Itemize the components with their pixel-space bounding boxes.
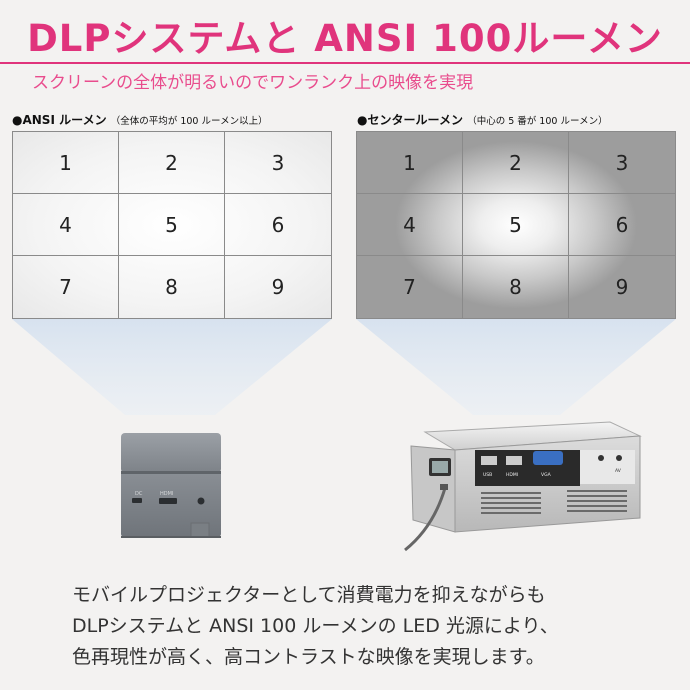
svg-text:USB: USB xyxy=(483,472,492,478)
grid-cell: 8 xyxy=(119,256,225,318)
grid-cell: 5 xyxy=(119,194,225,256)
ansi-lumen-grid: 1 2 3 4 5 6 7 8 9 xyxy=(12,131,332,319)
svg-text:HDMI: HDMI xyxy=(506,472,518,478)
grid-cell: 8 xyxy=(463,256,569,318)
description-line: モバイルプロジェクターとして消費電力を抑えながらも xyxy=(72,584,546,606)
grid-cell: 3 xyxy=(569,132,675,194)
grid-cell: 4 xyxy=(357,194,463,256)
description-text: モバイルプロジェクターとして消費電力を抑えながらも DLPシステムと ANSI … xyxy=(72,580,672,673)
grid-cell: 1 xyxy=(357,132,463,194)
left-projection-beam xyxy=(12,319,332,415)
grid-cell: 2 xyxy=(463,132,569,194)
grid-cell: 3 xyxy=(225,132,331,194)
svg-text:AV: AV xyxy=(615,468,622,474)
page-title: DLPシステムと ANSI 100ルーメン xyxy=(27,17,663,60)
ansi-lumen-label: ●ANSI ルーメン （全体の平均が 100 ルーメン以上） xyxy=(12,111,268,128)
projector-image: USB HDMI VGA AV xyxy=(404,421,642,552)
grid-cell: 9 xyxy=(271,275,285,299)
ansi-lumen-label-text: ●ANSI ルーメン xyxy=(12,113,107,127)
grid-cell: 1 xyxy=(13,132,119,194)
right-projection-beam xyxy=(356,319,676,415)
grid-cell: 6 xyxy=(225,194,331,256)
svg-text:HDMI: HDMI xyxy=(160,491,173,497)
center-lumen-grid: 1 2 3 4 5 6 7 8 9 xyxy=(356,131,676,319)
grid-cell: 4 xyxy=(13,194,119,256)
title-divider xyxy=(0,62,690,64)
grid-cell: 7 xyxy=(357,256,463,318)
grid-cell: 6 xyxy=(569,194,675,256)
description-line: 色再現性が高く、高コントラストな映像を実現します。 xyxy=(72,646,545,668)
grid-cell: 5 xyxy=(463,194,569,256)
grid-cell: 2 xyxy=(119,132,225,194)
cube-projector-image: DC HDMI xyxy=(121,433,221,538)
center-lumen-label-note: （中心の 5 番が 100 ルーメン） xyxy=(467,116,608,127)
grid-cell: 9 xyxy=(615,275,629,299)
svg-text:VGA: VGA xyxy=(541,472,552,478)
page-subtitle: スクリーンの全体が明るいのでワンランク上の映像を実現 xyxy=(32,73,474,93)
center-lumen-label-text: ●センタールーメン xyxy=(357,113,463,127)
grid-cell: 7 xyxy=(13,256,119,318)
ansi-lumen-label-note: （全体の平均が 100 ルーメン以上） xyxy=(110,116,268,127)
center-lumen-label: ●センタールーメン （中心の 5 番が 100 ルーメン） xyxy=(357,111,608,128)
svg-text:DC: DC xyxy=(135,491,143,497)
description-line: DLPシステムと ANSI 100 ルーメンの LED 光源により、 xyxy=(72,615,559,637)
